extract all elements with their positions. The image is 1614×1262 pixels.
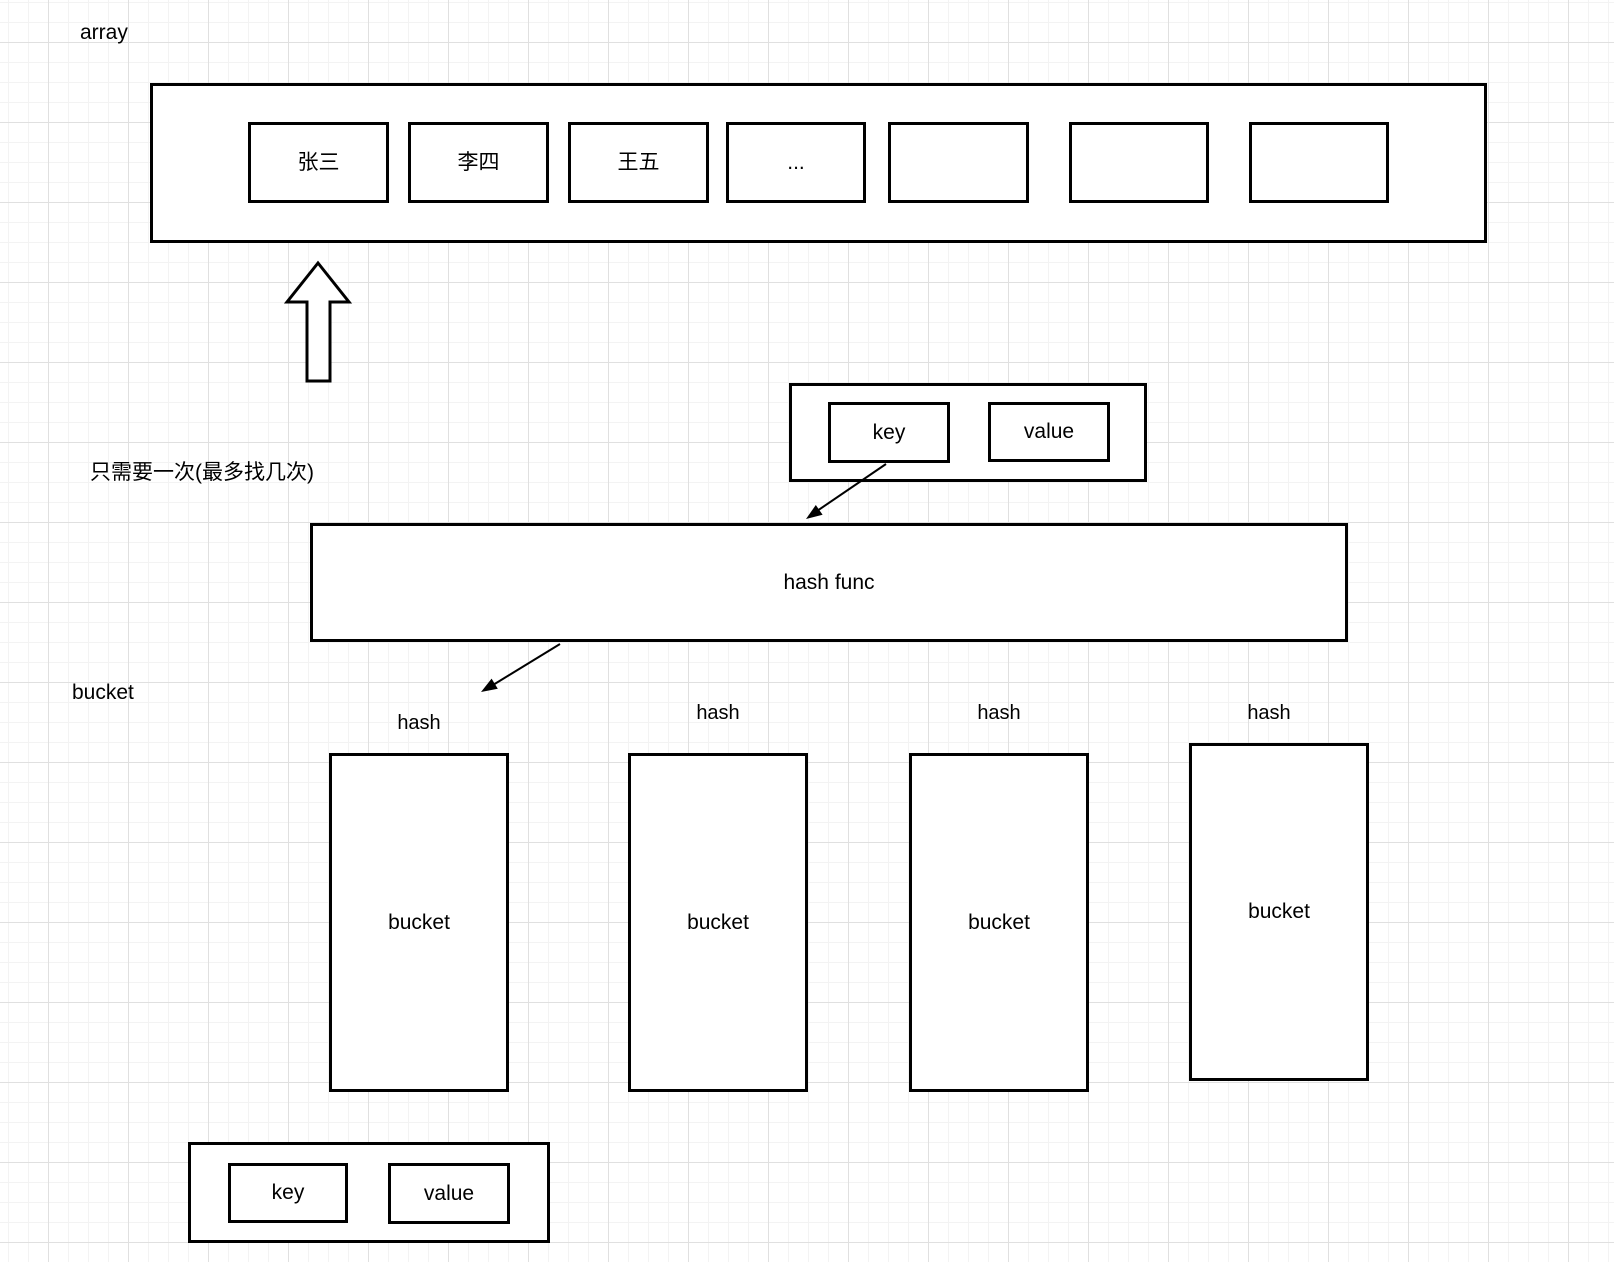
- bucket-box: bucket: [1189, 743, 1369, 1081]
- key-cell-top: key: [828, 402, 950, 463]
- array-cell: 张三: [248, 122, 389, 203]
- array-cell: ...: [726, 122, 866, 203]
- note-once-label: 只需要一次(最多找几次): [90, 461, 314, 484]
- up-block-arrow-icon: [283, 260, 353, 383]
- bucket-box: bucket: [909, 753, 1089, 1092]
- hash-label: hash: [977, 702, 1021, 724]
- hash-label: hash: [696, 702, 740, 724]
- hashfunc-to-bucket-arrow: [481, 643, 561, 692]
- bucket-box: bucket: [329, 753, 509, 1092]
- array-cell: [888, 122, 1029, 203]
- value-cell-top: value: [988, 402, 1110, 462]
- array-cell: 王五: [568, 122, 709, 203]
- hash-label: hash: [1247, 702, 1291, 724]
- hash-label: hash: [397, 712, 441, 734]
- hash-func-box: hash func: [310, 523, 1348, 642]
- bucket-box: bucket: [628, 753, 808, 1092]
- key-cell-bottom: key: [228, 1163, 348, 1223]
- array-cell: 李四: [408, 122, 549, 203]
- bucket-section-label: bucket: [72, 681, 134, 704]
- array-cell: [1069, 122, 1209, 203]
- value-cell-bottom: value: [388, 1163, 510, 1224]
- array-cell: [1249, 122, 1389, 203]
- array-section-label: array: [80, 21, 128, 44]
